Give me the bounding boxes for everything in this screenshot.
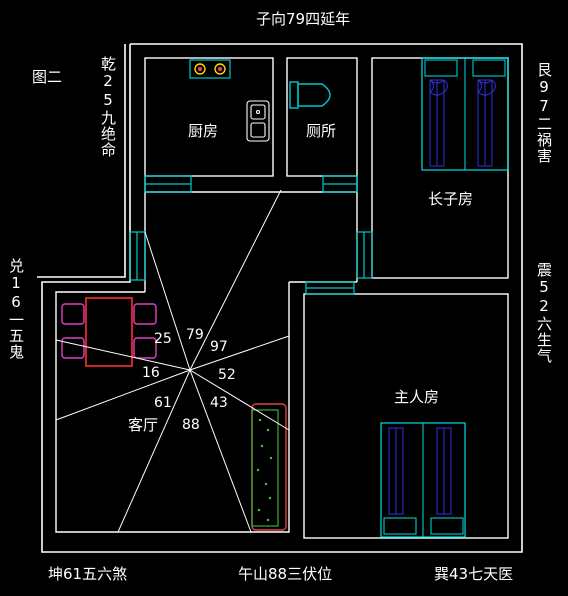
toilet-label: 厕所 — [306, 122, 337, 140]
zhen-direction-label: 震52六生气 — [535, 262, 553, 364]
dui-direction-label: 兑16一五鬼 — [7, 258, 25, 360]
qian-direction-label: 乾25九绝命 — [99, 56, 117, 158]
top-direction-label: 子向79四延年 — [256, 10, 351, 28]
center-number: 88 — [182, 417, 200, 433]
center-number: 43 — [210, 395, 228, 411]
center-number: 79 — [186, 327, 204, 343]
center-number: 16 — [142, 365, 160, 381]
stove-icon — [189, 59, 231, 79]
eldest-son-room-label: 长子房 — [428, 190, 474, 208]
center-number: 97 — [210, 339, 228, 355]
bed-icon — [421, 57, 509, 171]
toilet-icon — [289, 81, 331, 109]
gen-direction-label: 艮97二祸害 — [535, 62, 553, 164]
center-number: 25 — [154, 331, 172, 347]
center-number: 52 — [218, 367, 236, 383]
figure-label: 图二 — [32, 68, 63, 86]
bed-icon — [380, 422, 466, 538]
dining-table-icon — [61, 297, 157, 367]
direction-rays — [55, 189, 290, 533]
doors — [129, 175, 373, 295]
outer-walls — [37, 43, 523, 553]
living-room-label: 客厅 — [128, 416, 159, 434]
sofa-icon — [251, 403, 287, 531]
kitchen-label: 厨房 — [188, 122, 219, 140]
bottom-center-label: 午山88三伏位 — [238, 565, 333, 583]
master-room-label: 主人房 — [394, 388, 440, 406]
center-number: 61 — [154, 395, 172, 411]
bottom-right-label: 巽43七天医 — [434, 565, 514, 583]
sink-icon — [246, 100, 270, 142]
bottom-left-label: 坤61五六煞 — [48, 565, 128, 583]
